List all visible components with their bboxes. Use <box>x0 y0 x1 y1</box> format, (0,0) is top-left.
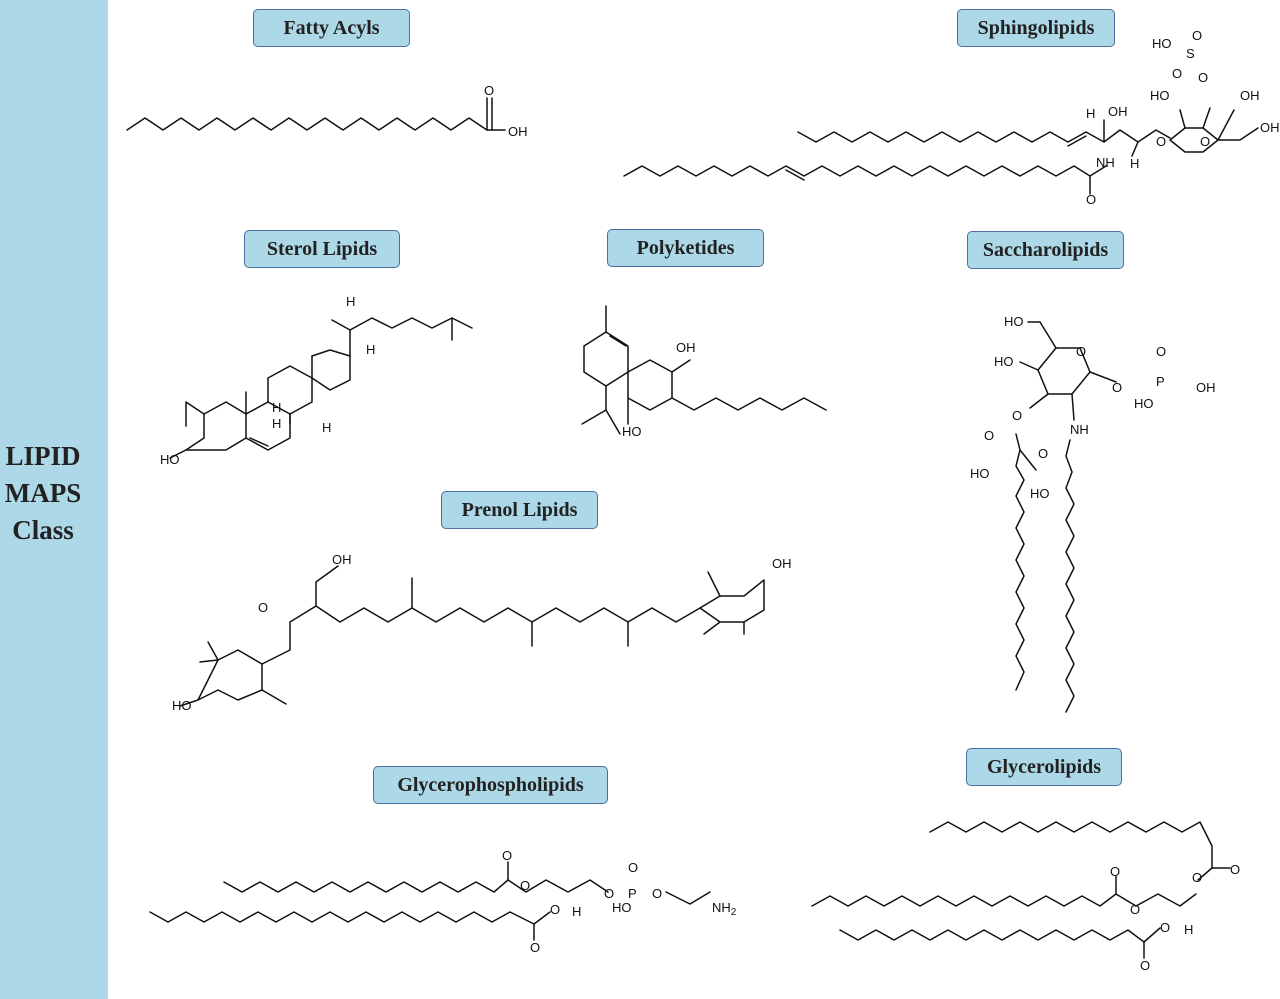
structure-saccharolipids: O HO HO O P O OH HO O NH O HO O HO <box>970 314 1216 713</box>
atom-h: H <box>572 904 581 919</box>
atom-nh2: NH2 <box>712 900 737 918</box>
atom-h: H <box>1086 106 1095 121</box>
atom-ho: HO <box>172 698 192 713</box>
atom-o: O <box>1156 344 1166 359</box>
atom-oh: OH <box>1260 120 1280 135</box>
sidebar: LIPID MAPS Class <box>0 0 108 999</box>
atom-ho: HO <box>994 354 1014 369</box>
atom-p: P <box>1156 374 1165 389</box>
atom-o: O <box>652 886 662 901</box>
atom-o: O <box>1172 66 1182 81</box>
atom-o: O <box>258 600 268 615</box>
sidebar-title-line-1: LIPID <box>5 441 81 471</box>
atom-oh: OH <box>772 556 792 571</box>
atom-oh: OH <box>1196 380 1216 395</box>
sidebar-title-line-3: Class <box>12 515 74 545</box>
atom-h: H <box>1130 156 1139 171</box>
label-prenol-lipids: Prenol Lipids <box>441 491 598 529</box>
atom-o: O <box>1086 192 1096 207</box>
atom-nh: NH <box>712 900 731 915</box>
atom-oh: OH <box>332 552 352 567</box>
atom-o: O <box>530 940 540 955</box>
atom-o: O <box>984 428 994 443</box>
atom-ho: HO <box>970 466 990 481</box>
label-sterol-lipids: Sterol Lipids <box>244 230 400 268</box>
atom-o: O <box>1192 28 1202 43</box>
atom-ho: HO <box>612 900 632 915</box>
atom-h: H <box>366 342 375 357</box>
atom-nh: NH <box>1070 422 1089 437</box>
atom-o: O <box>1192 870 1202 885</box>
atom-o: O <box>604 886 614 901</box>
atom-o: O <box>1038 446 1048 461</box>
sidebar-title: LIPID MAPS Class <box>0 438 86 549</box>
atom-nh: NH <box>1096 155 1115 170</box>
label-glycerolipids: Glycerolipids <box>966 748 1122 786</box>
label-sphingolipids: Sphingolipids <box>957 9 1115 47</box>
atom-o: O <box>550 902 560 917</box>
structure-glycerolipids: O O O O O O H <box>811 821 1240 973</box>
atom-oh: OH <box>1108 104 1128 119</box>
atom-o: O <box>1076 344 1086 359</box>
atom-h: H <box>272 416 281 431</box>
atom-ho: HO <box>622 424 642 439</box>
atom-o: O <box>1130 902 1140 917</box>
atom-oh: OH <box>1240 88 1260 103</box>
atom-o: O <box>628 860 638 875</box>
atom-ho: HO <box>1150 88 1170 103</box>
atom-o: O <box>502 848 512 863</box>
atom-o: O <box>1200 134 1210 149</box>
atom-o: O <box>520 878 530 893</box>
label-fatty-acyls: Fatty Acyls <box>253 9 410 47</box>
atom-p: P <box>628 886 637 901</box>
label-polyketides: Polyketides <box>607 229 764 267</box>
atom-ho: HO <box>1004 314 1024 329</box>
atom-o: O <box>1012 408 1022 423</box>
atom-s: S <box>1186 46 1195 61</box>
structure-sphingolipids: OH H NH H O O HO O S HO O O OH OH O <box>623 28 1280 207</box>
structure-sterol-lipids: HO H H H H H <box>160 294 473 467</box>
atom-o: O <box>484 83 494 98</box>
atom-h: H <box>346 294 355 309</box>
atom-ho: HO <box>160 452 180 467</box>
atom-o: O <box>1230 862 1240 877</box>
atom-h: H <box>322 420 331 435</box>
atom-oh: OH <box>676 340 696 355</box>
structure-polyketides: OH HO <box>581 305 827 439</box>
structure-fatty-acyls: O OH <box>126 83 528 139</box>
atom-o: O <box>1198 70 1208 85</box>
atom-o: O <box>1160 920 1170 935</box>
sidebar-title-line-2: MAPS <box>4 478 82 508</box>
atom-h: H <box>272 400 281 415</box>
atom-subscript: 2 <box>731 907 737 918</box>
atom-ho: HO <box>1134 396 1154 411</box>
atom-ho: HO <box>1030 486 1050 501</box>
atom-o: O <box>1112 380 1122 395</box>
atom-oh: OH <box>508 124 528 139</box>
atom-o: O <box>1156 134 1166 149</box>
atom-h: H <box>1184 922 1193 937</box>
label-saccharolipids: Saccharolipids <box>967 231 1124 269</box>
atom-o: O <box>1140 958 1150 973</box>
label-glycerophospholipids: Glycerophospholipids <box>373 766 608 804</box>
atom-ho: HO <box>1152 36 1172 51</box>
atom-o: O <box>1110 864 1120 879</box>
structure-glycerophospholipids: O O O P O HO O NH2 O O H <box>149 848 737 955</box>
structure-prenol-lipids: HO O OH OH <box>172 552 792 713</box>
